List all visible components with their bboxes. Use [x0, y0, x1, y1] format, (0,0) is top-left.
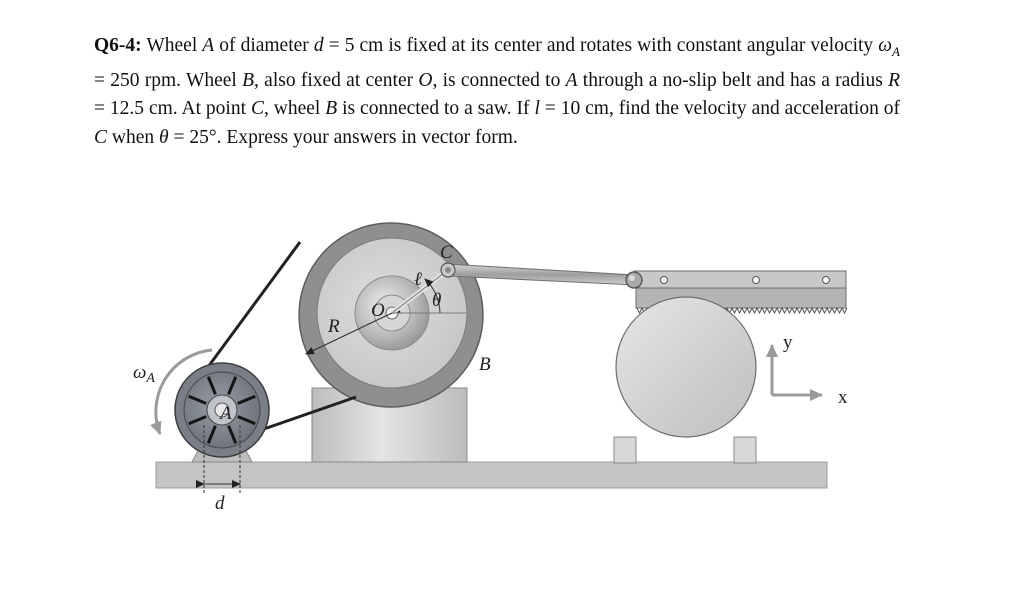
problem-segment: , is connected to: [432, 69, 566, 91]
workpiece-drum: [615, 296, 757, 438]
label-b: B: [479, 354, 491, 375]
label-c: C: [440, 242, 453, 263]
wheel-a-spoke: [206, 425, 217, 444]
problem-segment: A: [202, 35, 215, 56]
problem-segment: B: [242, 69, 255, 91]
theta-arc: [424, 278, 441, 314]
problem-segment: R: [888, 69, 900, 91]
label-a: A: [218, 403, 232, 424]
problem-segment: l: [534, 98, 540, 120]
problem-segment: = 25°. Express your answers in vector fo…: [168, 127, 518, 149]
wheel-a-spoke: [227, 376, 238, 395]
problem-statement: Q6-4: Wheel A of diameter d = 5 cm is fi…: [94, 32, 900, 153]
wheel-a-spoke: [188, 394, 207, 405]
ground-base: [155, 461, 828, 489]
problem-segment: A: [892, 43, 900, 59]
problem-segment: through a no-slip belt and has a radius: [577, 69, 889, 91]
problem-segment: = 12.5 cm. At point: [94, 98, 251, 120]
problem-segment: = 250 rpm. Wheel: [94, 69, 243, 91]
problem-segment: of diameter: [214, 35, 314, 56]
wheel-a-spoke: [237, 415, 256, 426]
problem-segment: ω: [878, 35, 893, 56]
problem-segment: A: [565, 69, 578, 91]
problem-segment: d: [313, 35, 324, 56]
label-x-axis: x: [838, 387, 848, 408]
label-r: R: [327, 316, 340, 337]
omega-a-rotation-arrow: [150, 348, 213, 435]
wheel-b: [298, 222, 484, 408]
wheel-a-spoke: [206, 376, 217, 395]
problem-segment: θ: [159, 127, 169, 149]
wheel-a: [174, 362, 270, 458]
coordinate-axes: [766, 344, 823, 401]
wheel-a-spoke: [227, 425, 238, 444]
problem-segment: Wheel: [146, 35, 203, 56]
drum-leg-right: [733, 436, 757, 464]
problem-segment: , also fixed at center: [254, 69, 419, 91]
label-omega-a: ωA: [133, 362, 155, 386]
label-d: d: [215, 493, 225, 514]
problem-id: Q6-4:: [94, 35, 142, 56]
problem-segment: C: [250, 98, 264, 120]
problem-segment: O: [418, 69, 433, 91]
problem-segment: = 5 cm is fixed at its center and rotate…: [323, 35, 879, 56]
problem-segment: when: [107, 127, 160, 149]
wheel-a-spoke: [237, 394, 256, 405]
label-o: O: [371, 300, 385, 321]
problem-segment: is connected to a saw. If: [337, 98, 535, 120]
wheel-a-spoke: [188, 415, 207, 426]
problem-segment: = 10 cm, find the velocity and accelerat…: [539, 98, 901, 120]
diameter-d-dimension: [196, 425, 241, 494]
drum-leg-left: [613, 436, 637, 464]
problem-body: Wheel A of diameter d = 5 cm is fixed at…: [94, 35, 900, 148]
label-theta: θ: [432, 290, 441, 311]
problem-segment: B: [325, 98, 338, 120]
label-l: ℓ: [414, 269, 422, 290]
problem-segment: C: [94, 127, 108, 149]
radius-r-dimension: [305, 305, 401, 355]
wheel-b-pedestal: [311, 387, 468, 463]
label-y-axis: y: [783, 332, 793, 353]
problem-segment: , wheel: [263, 98, 326, 120]
